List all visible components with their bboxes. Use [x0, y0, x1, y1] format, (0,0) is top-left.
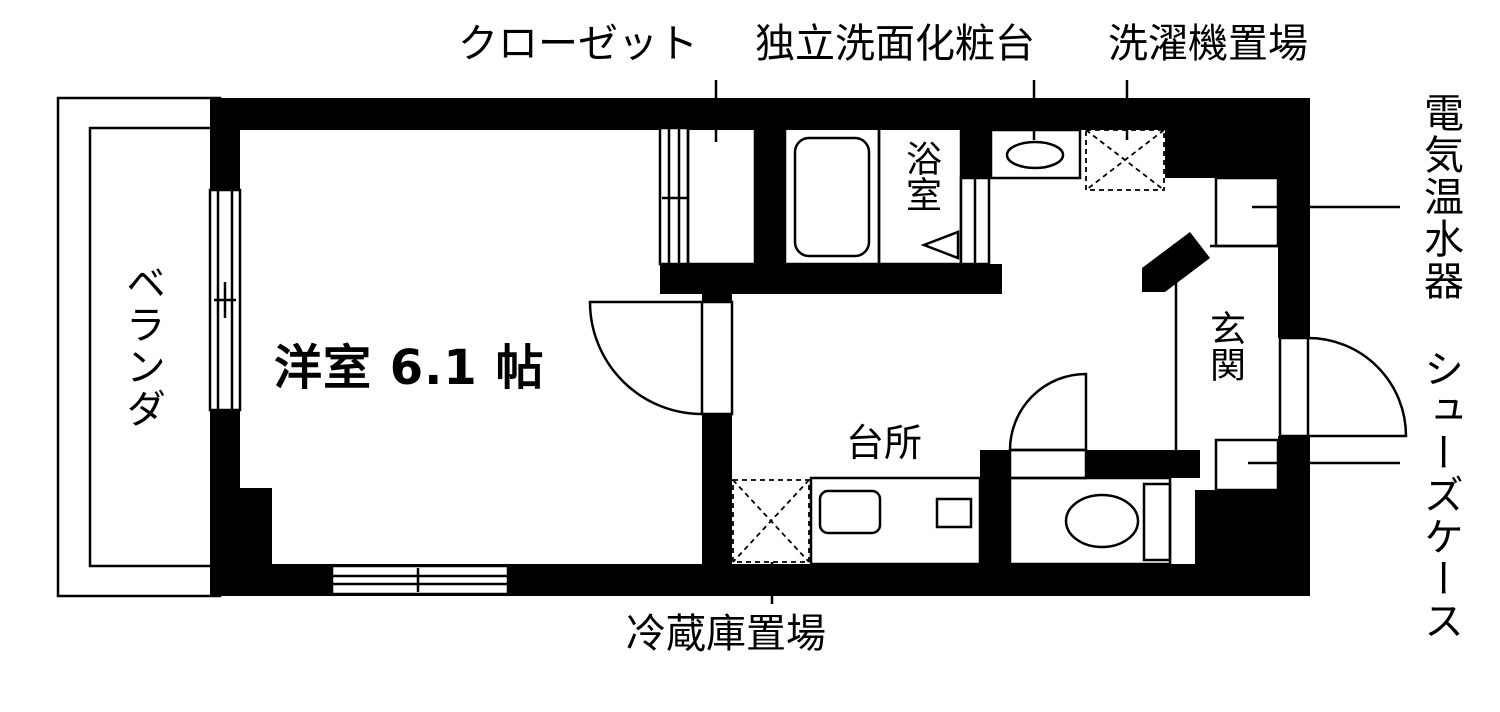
bottom-window [330, 564, 510, 596]
wall-bath-right [961, 128, 991, 178]
closet-door [658, 126, 690, 266]
label-veranda: ベランダ [119, 262, 165, 430]
toilet-room [1008, 476, 1172, 566]
label-kitchen: 台所 [846, 421, 923, 465]
entrance-door [1278, 336, 1310, 438]
wall-right-corner [1165, 98, 1310, 178]
wall-top [210, 98, 1310, 130]
wall-toilet-top [1085, 450, 1200, 478]
label-water-heater: 電気温水器 [1417, 92, 1463, 302]
kitchen-sink [818, 489, 882, 535]
label-closet: クローゼット [458, 21, 698, 67]
shoe-case [1214, 438, 1280, 492]
wall-left-upper [210, 98, 240, 190]
kitchen-counter [809, 476, 982, 566]
wall-left-jog [210, 488, 272, 596]
closet-interior [686, 126, 757, 266]
toilet-bowl [1064, 493, 1140, 549]
bath-door-triangle [920, 230, 960, 260]
room-door [700, 300, 734, 416]
water-heater [1214, 176, 1280, 248]
label-western-room: 洋室 6.1 帖 [274, 340, 545, 396]
vanity [989, 128, 1082, 180]
fridge-space [732, 479, 810, 563]
toilet-tank [1142, 482, 1172, 562]
toilet-door [1008, 448, 1088, 480]
wall-toilet-left [980, 450, 1010, 596]
vanity-basin [1005, 140, 1065, 170]
kitchen-stove [935, 497, 973, 529]
washer-space [1085, 129, 1165, 191]
label-bathroom: 浴室 [900, 140, 941, 212]
label-vanity: 独立洗面化粧台 [755, 21, 1035, 67]
wall-shoe-block [1195, 490, 1310, 596]
label-shoe-case: シューズケース [1417, 348, 1463, 642]
label-fridge-space: 冷蔵庫置場 [626, 611, 826, 657]
label-washer-space: 洗濯機置場 [1108, 21, 1308, 67]
bathtub [793, 136, 871, 258]
wall-closet-bath-divider [755, 128, 785, 294]
bathtub-frame [783, 126, 881, 266]
label-entrance: 玄関 [1204, 310, 1245, 382]
wall-entrance-diagonal [1142, 232, 1210, 292]
wall-closet-bath-bottom [660, 264, 1002, 294]
